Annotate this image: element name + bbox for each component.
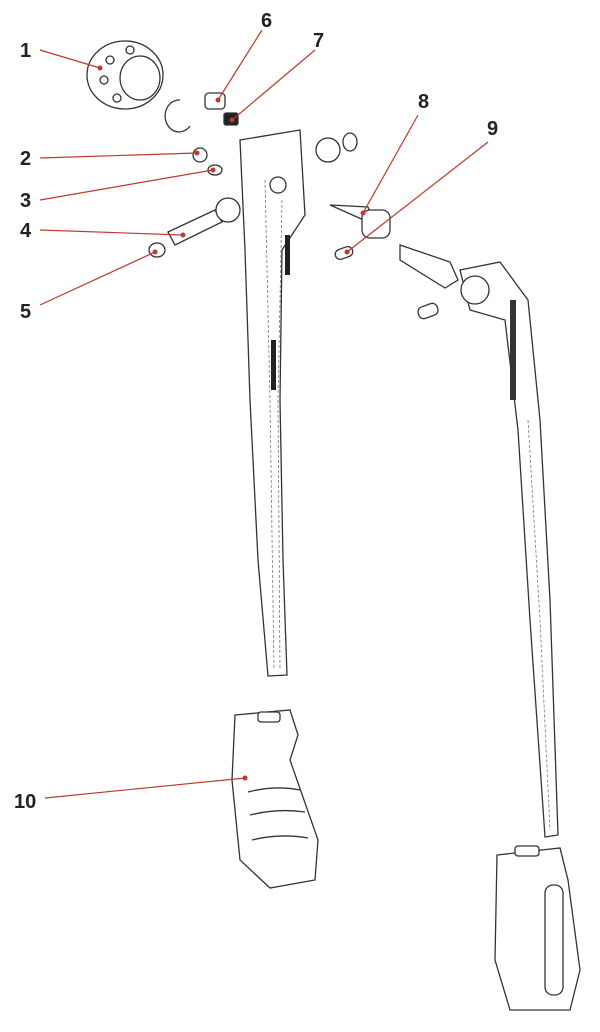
left-handle-arm [239,129,306,677]
callout-10: 10 [14,791,36,813]
link-plate [399,244,459,289]
callout-3: 3 [20,190,31,212]
part-9-pin [334,245,354,261]
callout-5: 5 [20,301,31,323]
leader-lines [39,29,489,799]
right-grip [494,845,581,1011]
part-clip [164,99,191,133]
part-2-ball [192,147,208,163]
callout-7: 7 [313,30,324,52]
callout-1: 1 [20,40,31,62]
part-10-grip [231,709,319,889]
part-5-oring [148,242,166,258]
part-4-pin [167,209,223,246]
part-6-lock [204,92,226,110]
callout-6: 6 [261,10,272,32]
part-end-cap [86,40,164,110]
callout-9: 9 [487,118,498,140]
callout-8: 8 [418,91,429,113]
callout-2: 2 [20,148,31,170]
right-handle-arm [459,261,559,838]
callout-4: 4 [20,220,32,242]
